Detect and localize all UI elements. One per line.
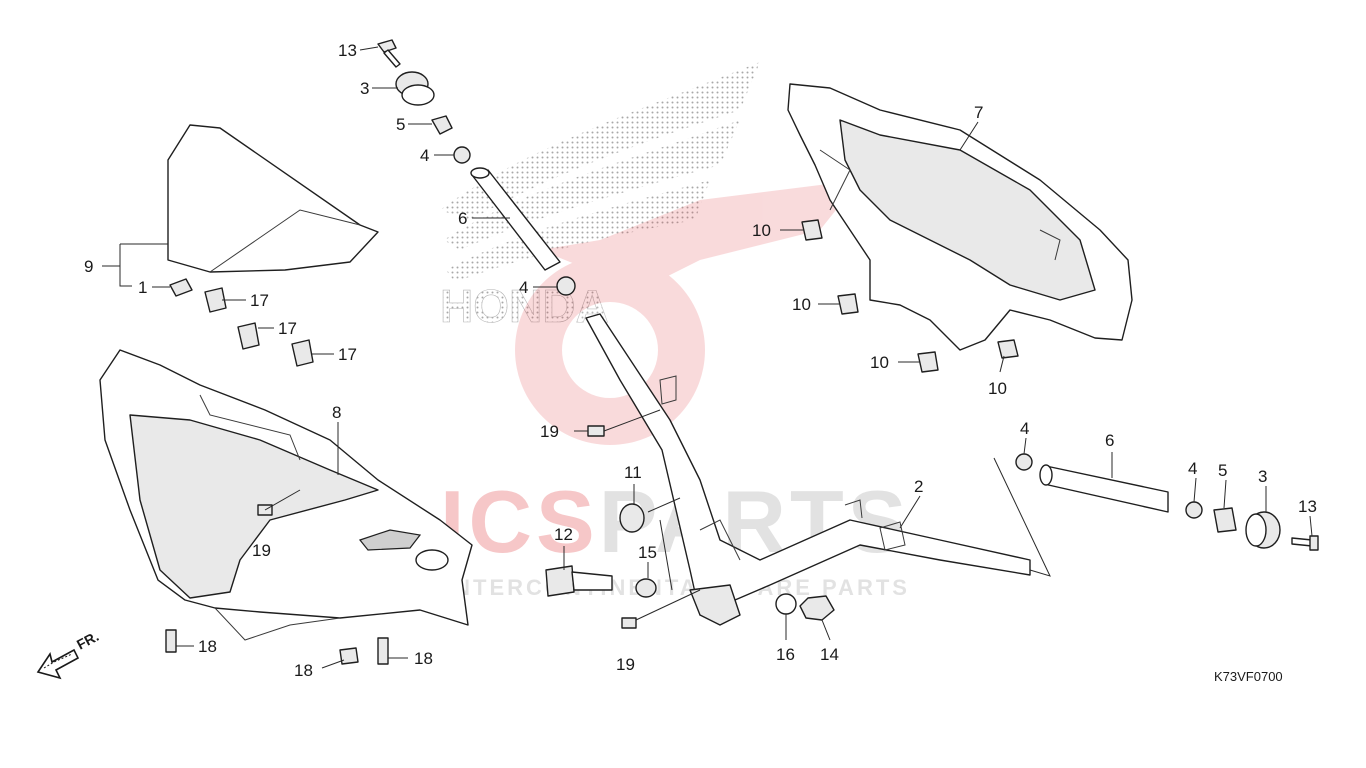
callout-13: 13 xyxy=(1298,497,1317,516)
part-7-rear-cover[interactable] xyxy=(787,83,1133,351)
part-1-clip[interactable] xyxy=(169,278,193,297)
front-direction-label: FR. xyxy=(74,628,101,653)
callout-16: 16 xyxy=(776,645,795,664)
leader-lines xyxy=(102,46,1313,669)
callout-12: 12 xyxy=(554,525,573,544)
ics-watermark-tagline: INTERCONTINENTAL SPARE PARTS xyxy=(445,575,910,600)
arrow-left-down-icon xyxy=(36,648,80,680)
callout-11: 11 xyxy=(624,463,642,482)
part-11-cushion[interactable] xyxy=(619,503,645,533)
front-direction-indicator: FR. xyxy=(36,628,101,680)
callout-8: 8 xyxy=(332,403,341,422)
part-4-rubber-mid[interactable] xyxy=(556,276,576,296)
callout-18: 18 xyxy=(294,661,313,680)
part-3-bar-end-weight-right[interactable] xyxy=(1245,511,1281,549)
honda-watermark-text: HONDA xyxy=(440,280,609,332)
part-4-rubber-right[interactable] xyxy=(1015,453,1033,471)
callout-2: 2 xyxy=(914,477,923,496)
callout-6: 6 xyxy=(458,209,467,228)
callout-9: 9 xyxy=(84,257,93,276)
part-6-grip-pipe-right[interactable] xyxy=(1039,464,1169,513)
part-12-bolt[interactable] xyxy=(545,565,613,597)
callout-7: 7 xyxy=(974,103,983,122)
callout-4: 4 xyxy=(1188,459,1197,478)
part-4-rubber-left[interactable] xyxy=(453,146,471,164)
part-5-plate-right[interactable] xyxy=(1213,507,1237,533)
part-6-grip-pipe-left[interactable] xyxy=(470,167,561,271)
part-10-clip[interactable] xyxy=(801,219,1019,373)
callout-labels: 13 3 5 4 6 4 9 1 17 17 17 8 19 19 19 18 … xyxy=(84,41,1317,680)
callout-18: 18 xyxy=(414,649,433,668)
callout-19: 19 xyxy=(252,541,271,560)
part-4-rubber-right-end[interactable] xyxy=(1185,501,1203,519)
callout-19: 19 xyxy=(616,655,635,674)
callout-14: 14 xyxy=(820,645,839,664)
part-13-screw-right[interactable] xyxy=(1291,535,1319,551)
callout-17: 17 xyxy=(250,291,269,310)
part-17-clip[interactable] xyxy=(204,287,314,367)
callout-3: 3 xyxy=(360,79,369,98)
callout-4: 4 xyxy=(519,278,528,297)
callout-15: 15 xyxy=(638,543,657,562)
part-8-front-cover[interactable] xyxy=(99,349,473,641)
callout-6: 6 xyxy=(1105,431,1114,450)
ics-parts-watermark: ICSPARTS INTERCONTINENTAL SPARE PARTS xyxy=(440,472,910,600)
callout-5: 5 xyxy=(1218,461,1227,480)
callout-19: 19 xyxy=(540,422,559,441)
part-3-bar-end-weight-left[interactable] xyxy=(395,71,435,106)
callout-10: 10 xyxy=(870,353,889,372)
callout-4: 4 xyxy=(1020,419,1029,438)
part-16-washer[interactable] xyxy=(775,593,797,615)
callout-4: 4 xyxy=(420,146,429,165)
callout-17: 17 xyxy=(278,319,297,338)
callout-3: 3 xyxy=(1258,467,1267,486)
part-15-collar[interactable] xyxy=(635,578,657,598)
callout-5: 5 xyxy=(396,115,405,134)
figure-code: K73VF0700 xyxy=(1214,669,1283,684)
part-9-visor[interactable] xyxy=(167,124,379,273)
callout-10: 10 xyxy=(752,221,771,240)
callout-18: 18 xyxy=(198,637,217,656)
part-5-plate-left[interactable] xyxy=(431,115,453,135)
part-2-handlebar[interactable] xyxy=(585,313,1031,626)
callout-17: 17 xyxy=(338,345,357,364)
callout-10: 10 xyxy=(988,379,1007,398)
callout-10: 10 xyxy=(792,295,811,314)
part-18-screw[interactable] xyxy=(165,629,389,665)
callout-1: 1 xyxy=(138,278,147,297)
part-13-screw-top[interactable] xyxy=(377,39,401,68)
callout-13: 13 xyxy=(338,41,357,60)
